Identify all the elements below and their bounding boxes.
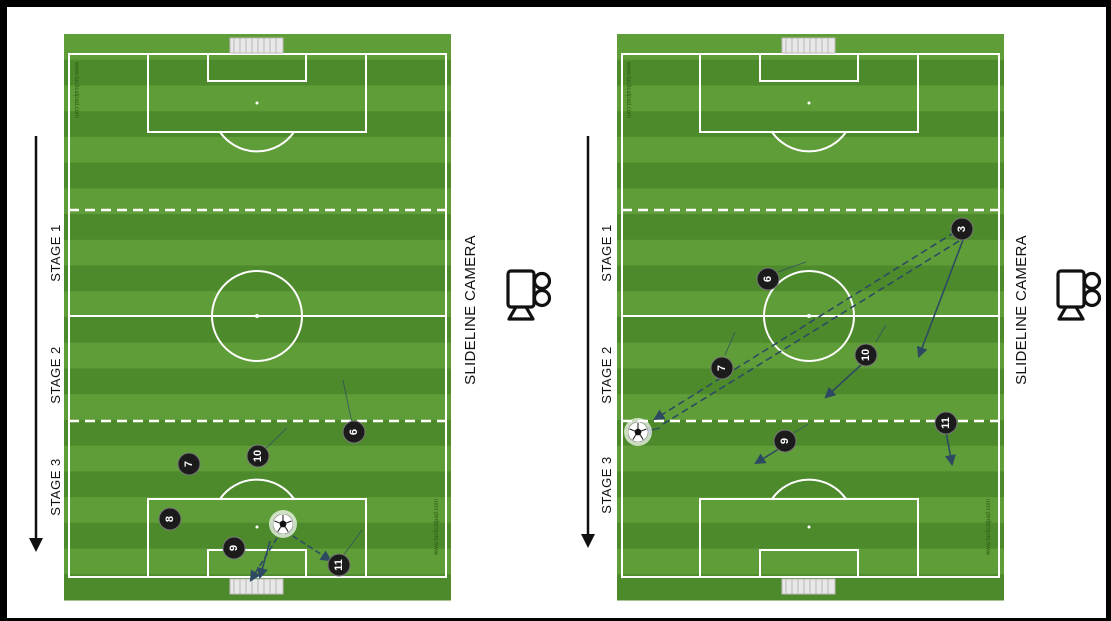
player-left-11: 11 bbox=[328, 554, 350, 576]
ball-left bbox=[269, 510, 297, 538]
right-panel: STAGE 1 STAGE 2 STAGE 3 bbox=[581, 34, 1100, 601]
player-number: 11 bbox=[333, 559, 345, 571]
player-right-6: 6 bbox=[757, 268, 779, 290]
grass-stripe bbox=[64, 343, 451, 369]
grass-stripe bbox=[617, 549, 1004, 575]
video-camera-icon bbox=[1058, 271, 1100, 319]
video-camera-icon bbox=[508, 271, 550, 319]
grass-stripe bbox=[617, 446, 1004, 472]
pitch-left: www.tacticalpad.com www.tacticalpad.com … bbox=[64, 34, 451, 601]
stage1-label-right: STAGE 1 bbox=[599, 224, 614, 281]
player-left-10: 10 bbox=[247, 445, 269, 467]
grass-stripe bbox=[617, 317, 1004, 343]
grass-stripe bbox=[617, 85, 1004, 111]
direction-arrow-right bbox=[581, 136, 595, 548]
player-right-7: 7 bbox=[711, 357, 733, 379]
grass-stripe bbox=[617, 266, 1004, 292]
grass-stripe bbox=[64, 60, 451, 86]
stage3-label: STAGE 3 bbox=[48, 458, 63, 515]
direction-arrow-left bbox=[29, 136, 43, 552]
player-number: 3 bbox=[956, 226, 968, 232]
grass-stripe bbox=[617, 291, 1004, 317]
player-left-8: 8 bbox=[159, 508, 181, 530]
stage2-label: STAGE 2 bbox=[48, 346, 63, 403]
goal-bottom-right bbox=[782, 579, 835, 594]
grass-stripe bbox=[64, 163, 451, 189]
grass-stripe bbox=[617, 523, 1004, 549]
player-left-6: 6 bbox=[343, 421, 365, 443]
grass-stripe bbox=[64, 471, 451, 497]
player-number: 7 bbox=[716, 365, 728, 371]
player-number: 7 bbox=[183, 461, 195, 467]
grass-stripe bbox=[617, 60, 1004, 86]
stage2-label-right: STAGE 2 bbox=[599, 346, 614, 403]
grass-stripe bbox=[617, 111, 1004, 137]
player-right-10: 10 bbox=[855, 344, 877, 366]
player-number: 8 bbox=[164, 516, 176, 522]
grass-stripe bbox=[64, 266, 451, 292]
goal-top-left bbox=[230, 38, 283, 53]
grass-stripe bbox=[64, 111, 451, 137]
camera-label-right: SLIDELINE CAMERA bbox=[1013, 235, 1030, 385]
grass-stripe bbox=[64, 497, 451, 523]
player-number: 9 bbox=[779, 438, 791, 444]
watermark-top-left: www.tacticalpad.com bbox=[73, 61, 79, 118]
goal-top-right bbox=[782, 38, 835, 53]
player-number: 10 bbox=[860, 349, 872, 361]
watermark-bottom-left: www.tacticalpad.com bbox=[434, 499, 440, 556]
grass-stripe bbox=[617, 471, 1004, 497]
grass-stripe bbox=[64, 240, 451, 266]
stage1-label: STAGE 1 bbox=[48, 224, 63, 281]
grass-stripe bbox=[617, 240, 1004, 266]
left-panel: STAGE 1 STAGE 2 STAGE 3 bbox=[29, 34, 550, 601]
grass-stripe bbox=[617, 137, 1004, 163]
grass-stripe bbox=[64, 368, 451, 394]
goal-bottom-left bbox=[230, 579, 283, 594]
player-number: 9 bbox=[228, 545, 240, 551]
grass-stripe bbox=[64, 317, 451, 343]
soccer-ball-icon bbox=[628, 422, 648, 442]
grass-stripe bbox=[64, 420, 451, 446]
grass-stripe bbox=[617, 163, 1004, 189]
grass-stripe bbox=[617, 497, 1004, 523]
player-number: 10 bbox=[252, 450, 264, 462]
player-right-9: 9 bbox=[774, 430, 796, 452]
player-number: 6 bbox=[762, 276, 774, 282]
player-number: 6 bbox=[348, 429, 360, 435]
grass-stripe bbox=[64, 137, 451, 163]
pitch-right: www.tacticalpad.com www.tacticalpad.com bbox=[617, 34, 1004, 601]
grass-stripe bbox=[64, 291, 451, 317]
grass-stripe bbox=[617, 343, 1004, 369]
grass-stripe bbox=[617, 214, 1004, 240]
ball-right bbox=[624, 418, 652, 446]
player-number: 11 bbox=[940, 417, 952, 429]
grass-stripe bbox=[64, 214, 451, 240]
watermark-top-right: www.tacticalpad.com bbox=[625, 61, 631, 118]
player-right-11: 11 bbox=[935, 412, 957, 434]
grass-stripe bbox=[617, 368, 1004, 394]
player-right-3: 3 bbox=[951, 218, 973, 240]
watermark-bottom-right: www.tacticalpad.com bbox=[986, 499, 992, 556]
grass-stripe bbox=[64, 394, 451, 420]
soccer-ball-icon bbox=[273, 514, 293, 534]
player-left-7: 7 bbox=[178, 453, 200, 475]
camera-label-left: SLIDELINE CAMERA bbox=[462, 235, 479, 385]
grass-stripe bbox=[64, 85, 451, 111]
player-left-9: 9 bbox=[223, 537, 245, 559]
stage3-label-right: STAGE 3 bbox=[599, 456, 614, 513]
